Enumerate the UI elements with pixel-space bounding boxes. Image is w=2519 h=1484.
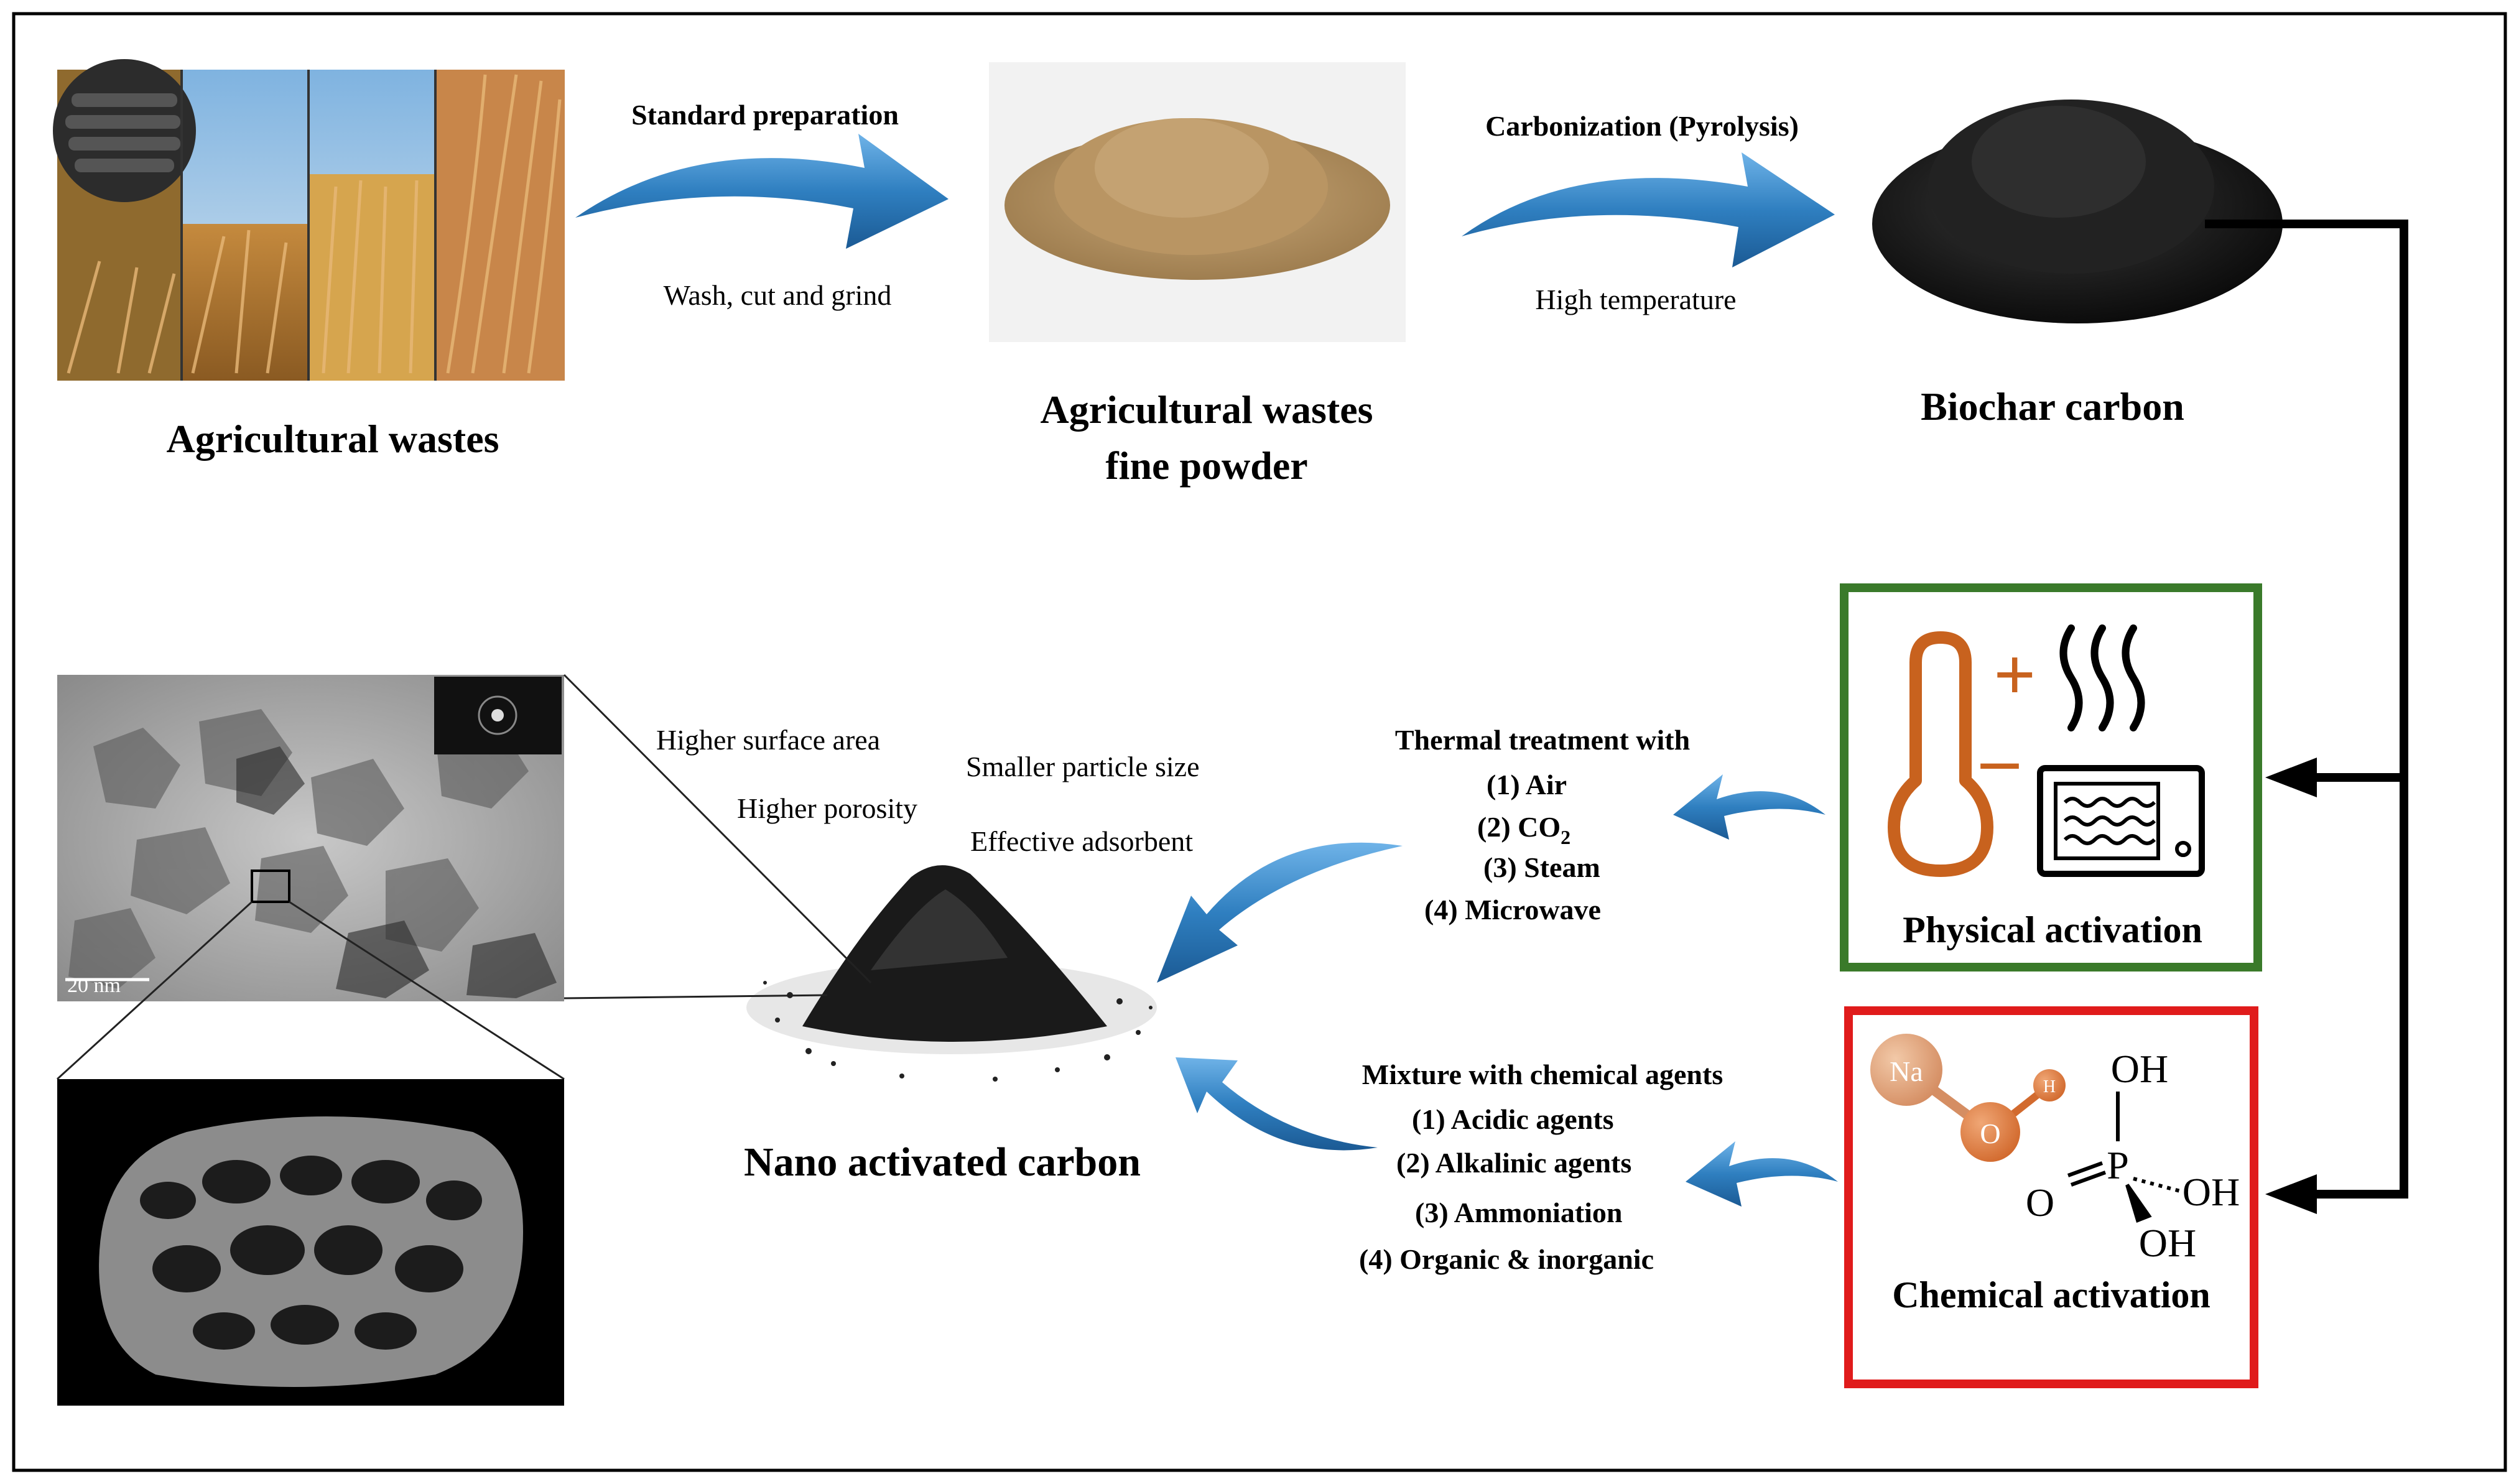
agricultural-wastes-image <box>53 59 565 381</box>
thermal-item-1: (1) Air <box>1487 769 1567 800</box>
arrowhead-chemical <box>2265 1174 2317 1214</box>
label-fine-powder-line1: Agricultural wastes <box>1040 387 1373 432</box>
arrow-thermal-to-nano <box>1157 842 1403 983</box>
label-biochar: Biochar carbon <box>1921 384 2184 429</box>
label-nano-carbon: Nano activated carbon <box>744 1139 1141 1185</box>
fine-powder-image <box>989 62 1406 342</box>
chemical-item-2: (2) Alkalinic agents <box>1396 1147 1631 1179</box>
o-double-label: O <box>2026 1180 2054 1225</box>
chemical-item-1: (1) Acidic agents <box>1412 1103 1614 1135</box>
step-carbonization: Carbonization (Pyrolysis) <box>1485 110 1799 142</box>
oh-bottom-label: OH <box>2139 1221 2196 1265</box>
oh-right-label: OH <box>2183 1170 2240 1214</box>
phosphoric-acid-icon <box>2067 1092 2181 1223</box>
chemical-item-4: (4) Organic & inorganic <box>1359 1243 1654 1275</box>
chemical-agents-title: Mixture with chemical agents <box>1362 1059 1723 1090</box>
thermal-item-4: (4) Microwave <box>1424 894 1601 925</box>
sem-micrograph-image <box>57 1079 564 1406</box>
microwave-icon <box>2037 765 2205 877</box>
zoom-lines <box>56 674 872 1080</box>
property-particle-size: Smaller particle size <box>966 751 1200 782</box>
property-adsorbent: Effective adsorbent <box>970 825 1193 857</box>
plus-icon: + <box>1993 633 2036 716</box>
arrow-from-chemical <box>1686 1141 1838 1207</box>
label-agricultural-wastes: Agricultural wastes <box>166 417 499 461</box>
step-high-temp: High temperature <box>1535 284 1736 315</box>
arrow-carbonization <box>1462 152 1835 267</box>
naoh-molecule-icon <box>1870 1034 2066 1162</box>
o-label: O <box>1980 1118 2000 1149</box>
tem-micrograph-image <box>57 675 564 1001</box>
nano-carbon-image <box>746 865 1157 1082</box>
physical-activation-label: Physical activation <box>1903 909 2202 950</box>
arrow-from-physical <box>1673 774 1825 840</box>
arrow-standard-prep <box>575 134 949 249</box>
arrow-chemical-to-nano <box>1176 1057 1378 1151</box>
p-label: P <box>2107 1143 2129 1187</box>
arrowhead-physical <box>2265 758 2317 797</box>
step-standard-prep: Standard preparation <box>631 99 899 131</box>
minus-icon: – <box>1980 717 2019 800</box>
heat-waves-icon <box>2059 624 2145 731</box>
h-label: H <box>2043 1077 2056 1097</box>
na-label: Na <box>1890 1055 1923 1087</box>
thermal-title: Thermal treatment with <box>1395 724 1690 756</box>
chemical-item-3: (3) Ammoniation <box>1415 1197 1623 1228</box>
oh-top-label: OH <box>2111 1047 2168 1091</box>
thermal-item-2: (2) CO2 <box>1477 811 1570 848</box>
property-porosity: Higher porosity <box>737 792 917 824</box>
thermal-item-3: (3) Steam <box>1483 851 1600 883</box>
thermometer-icon <box>1888 631 1993 877</box>
step-wash: Wash, cut and grind <box>664 279 892 311</box>
label-fine-powder-line2: fine powder <box>1105 443 1307 488</box>
property-surface-area: Higher surface area <box>656 724 880 756</box>
connector-biochar-to-activation <box>2205 220 2408 1199</box>
scale-bar-label: 20 nm <box>67 974 121 997</box>
co2-subscript: 2 <box>1561 826 1570 848</box>
chemical-activation-label: Chemical activation <box>1892 1274 2211 1315</box>
biochar-image <box>1872 100 2283 323</box>
